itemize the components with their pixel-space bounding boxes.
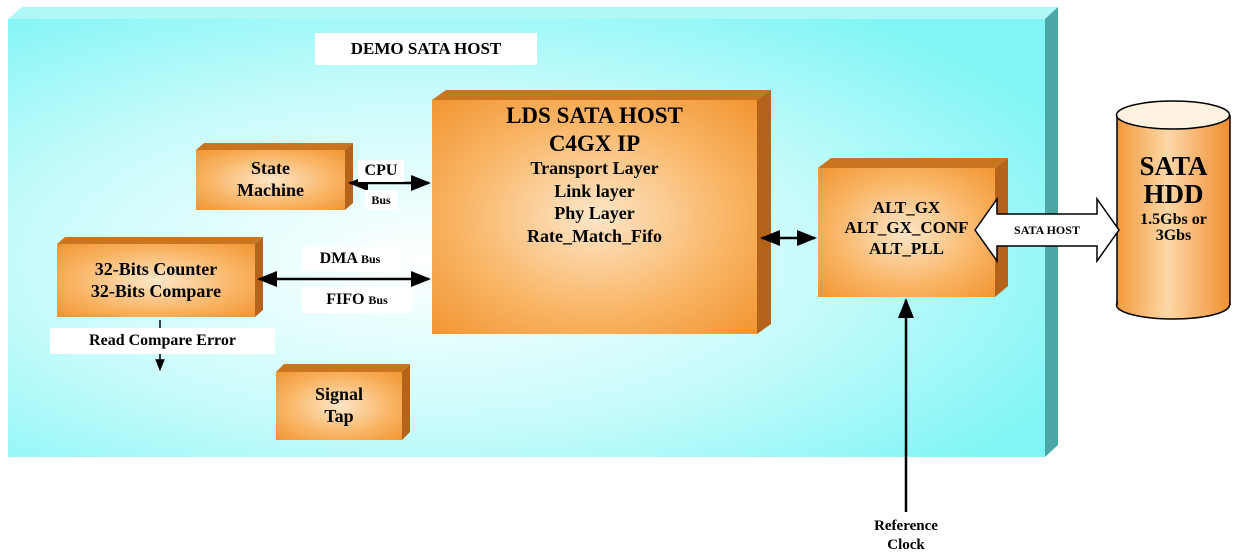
lds-layer: Transport Layer: [530, 158, 659, 179]
lds-layer: Phy Layer: [554, 203, 635, 224]
cpu-bus-sublabel: Bus: [365, 190, 397, 210]
hdd-speed: 1.5Gbs or: [1140, 210, 1207, 228]
alt-block-face: [818, 168, 995, 297]
state-machine-block: State Machine: [196, 150, 345, 210]
signal-tap-block: Signal Tap: [276, 372, 402, 440]
lds-subtitle: C4GX IP: [548, 130, 641, 156]
counter-top: [57, 237, 263, 244]
lds-block-top: [432, 90, 771, 100]
counter-compare-block: 32-Bits Counter 32-Bits Compare: [57, 244, 255, 317]
sata-host-link-arrow: [974, 196, 1120, 264]
sata-hdd: SATA HDD 1.5Gbs or 3Gbs: [1117, 138, 1230, 298]
lds-block-side: [757, 90, 771, 334]
alt-gx-conf-label: ALT_GX_CONF: [844, 218, 969, 238]
signal-tap-side: [402, 364, 410, 440]
counter-label: 32-Bits Counter: [94, 258, 218, 279]
cpu-bus-label: CPU: [358, 160, 404, 182]
state-machine-side: [345, 143, 353, 210]
counter-face: [57, 244, 255, 317]
alt-gx-label: ALT_GX: [872, 198, 941, 217]
compare-label: 32-Bits Compare: [90, 280, 222, 301]
sata-host-link-label: SATA HOST: [1014, 223, 1080, 237]
dma-bus-label: DMA Bus: [302, 247, 398, 271]
signal-tap-face: [276, 372, 402, 440]
hdd-top: [1115, 100, 1231, 130]
lds-sata-host-block: LDS SATA HOST C4GX IP Transport Layer Li…: [432, 100, 757, 292]
lds-title: LDS SATA HOST: [506, 103, 683, 128]
board-title: DEMO SATA HOST: [315, 33, 537, 65]
fifo-bus-label: FIFO Bus: [302, 287, 412, 313]
counter-side: [255, 237, 263, 317]
hdd-title: SATA: [1139, 151, 1208, 181]
signal-tap-label: Tap: [324, 406, 354, 426]
reference-clock-label: Reference Clock: [874, 518, 938, 553]
lds-block-face: [432, 100, 757, 334]
lds-layer: Link layer: [554, 180, 635, 201]
signal-tap-top: [276, 364, 410, 372]
hdd-subtitle: HDD: [1143, 179, 1204, 210]
signal-tap-label: Signal: [314, 384, 364, 405]
lds-layer: Rate_Match_Fifo: [527, 225, 662, 246]
state-machine-label: State: [251, 158, 290, 179]
alt-pll-label: ALT_PLL: [869, 238, 944, 258]
alt-block-top: [818, 158, 1008, 168]
state-machine-top: [196, 143, 353, 150]
state-machine-label: Machine: [237, 180, 304, 200]
board-top-edge: [8, 7, 1058, 19]
read-compare-error-label: Read Compare Error: [50, 328, 275, 354]
alt-gx-block: ALT_GX ALT_GX_CONF ALT_PLL: [818, 168, 995, 297]
hdd-speed: 3Gbs: [1155, 227, 1192, 245]
state-machine-face: [196, 150, 345, 210]
